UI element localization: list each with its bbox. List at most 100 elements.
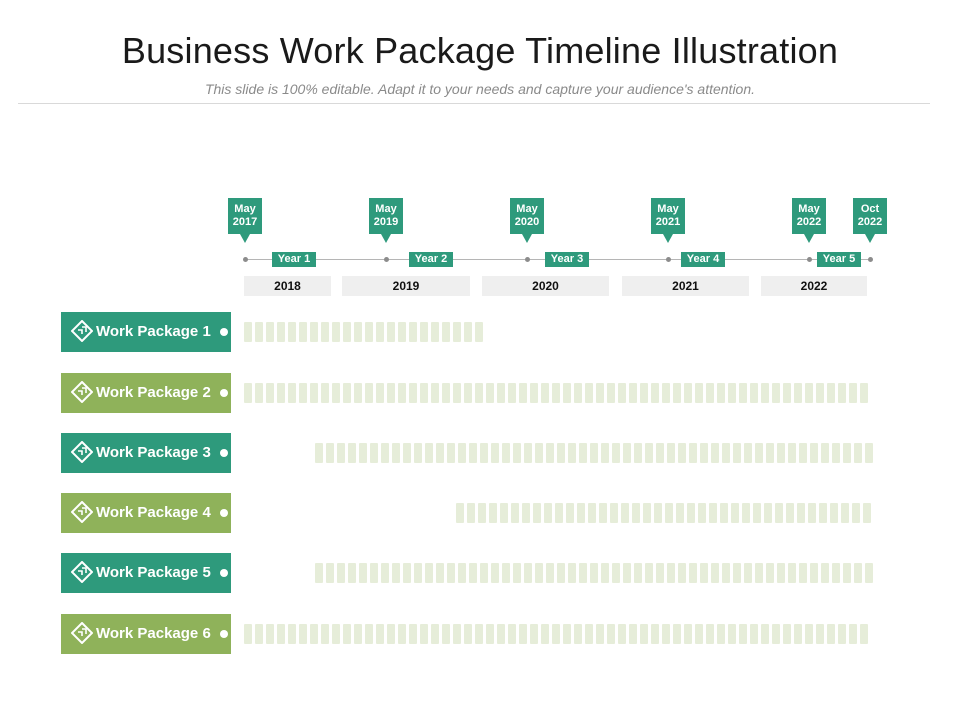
work-package-1: Work Package 1 — [61, 312, 231, 352]
bar-segment — [695, 383, 703, 403]
bar-segment — [563, 383, 571, 403]
bar-segment — [464, 322, 472, 342]
bar-segment — [640, 383, 648, 403]
bar-segment — [513, 563, 521, 583]
diamond-flow-icon — [70, 380, 94, 404]
bar-segment — [629, 624, 637, 644]
bar-segment — [662, 624, 670, 644]
bar-segment — [332, 322, 340, 342]
bar-segment — [623, 443, 631, 463]
bar-segment — [590, 563, 598, 583]
bar-segment — [277, 383, 285, 403]
bar-segment — [244, 383, 252, 403]
bar-segment — [513, 443, 521, 463]
bar-segment — [821, 563, 829, 583]
bar-segment — [431, 322, 439, 342]
bar-segment — [832, 563, 840, 583]
bar-segment — [464, 624, 472, 644]
bar-segment — [255, 624, 263, 644]
bar-segment — [596, 383, 604, 403]
milestone-year: 2017 — [232, 216, 258, 228]
bar-segment — [310, 383, 318, 403]
bar-segment — [607, 383, 615, 403]
milestone-month: May — [657, 203, 679, 215]
bar-segment — [491, 563, 499, 583]
year-band: 2019 — [342, 276, 470, 296]
bar-segment — [590, 443, 598, 463]
bar-segment — [667, 443, 675, 463]
year-tag: Year 5 — [817, 252, 861, 267]
bar-segment — [827, 624, 835, 644]
bar-segment — [563, 624, 571, 644]
year-tag: Year 4 — [681, 252, 725, 267]
bar-segment — [398, 383, 406, 403]
bar-segment — [579, 563, 587, 583]
bar-segment — [568, 563, 576, 583]
bar-segment — [255, 383, 263, 403]
bar-segment — [244, 322, 252, 342]
bar-segment — [442, 322, 450, 342]
bar-segment — [288, 322, 296, 342]
bar-segment — [354, 624, 362, 644]
bar-segment — [711, 563, 719, 583]
bar-segment — [673, 624, 681, 644]
bar-segment — [489, 503, 497, 523]
bar-segment — [508, 383, 516, 403]
connector-dot — [220, 630, 228, 638]
milestone-month: May — [234, 203, 256, 215]
bar-segment — [541, 383, 549, 403]
work-package-2: Work Package 2 — [61, 373, 231, 413]
bar-segment — [777, 443, 785, 463]
bar-segment — [436, 443, 444, 463]
connector-dot — [220, 389, 228, 397]
year-band: 2022 — [761, 276, 867, 296]
bar-segment — [392, 443, 400, 463]
bar-segment — [607, 624, 615, 644]
bar-segment — [574, 383, 582, 403]
bar-segment — [431, 624, 439, 644]
bar-segment — [480, 563, 488, 583]
bar-segment — [436, 563, 444, 583]
bar-segment — [530, 624, 538, 644]
bar-segment — [678, 443, 686, 463]
bar-segment — [326, 563, 334, 583]
work-package-5: Work Package 5 — [61, 553, 231, 593]
bar-segment — [266, 322, 274, 342]
bar-segment — [486, 383, 494, 403]
bar-segment — [827, 383, 835, 403]
bar-segment — [865, 563, 873, 583]
bar-segment — [310, 624, 318, 644]
bar-segment — [761, 624, 769, 644]
bar-segment — [676, 503, 684, 523]
milestone-year: 2022 — [857, 216, 883, 228]
connector-dot — [220, 509, 228, 517]
bar-segment — [673, 383, 681, 403]
bar-segment — [491, 443, 499, 463]
bar-segment — [816, 383, 824, 403]
bar-segment — [700, 443, 708, 463]
milestone-year: 2022 — [796, 216, 822, 228]
bar-segment — [753, 503, 761, 523]
bar-segment — [860, 383, 868, 403]
bar-segment — [453, 322, 461, 342]
bar-segment — [552, 624, 560, 644]
bar-segment — [830, 503, 838, 523]
bar-segment — [387, 383, 395, 403]
bar-segment — [519, 624, 527, 644]
bar-segment — [343, 383, 351, 403]
bar-segment — [458, 563, 466, 583]
bar-segment — [288, 383, 296, 403]
bar-segment — [530, 383, 538, 403]
bar-segment — [618, 624, 626, 644]
bar-segment — [794, 624, 802, 644]
diamond-flow-icon — [70, 440, 94, 464]
bar-segment — [623, 563, 631, 583]
bar-segment — [453, 383, 461, 403]
bar-segment — [744, 563, 752, 583]
bar-segment — [849, 383, 857, 403]
bar-segment — [755, 443, 763, 463]
bar-segment — [299, 383, 307, 403]
bar-segment — [640, 624, 648, 644]
bar-segment — [810, 563, 818, 583]
